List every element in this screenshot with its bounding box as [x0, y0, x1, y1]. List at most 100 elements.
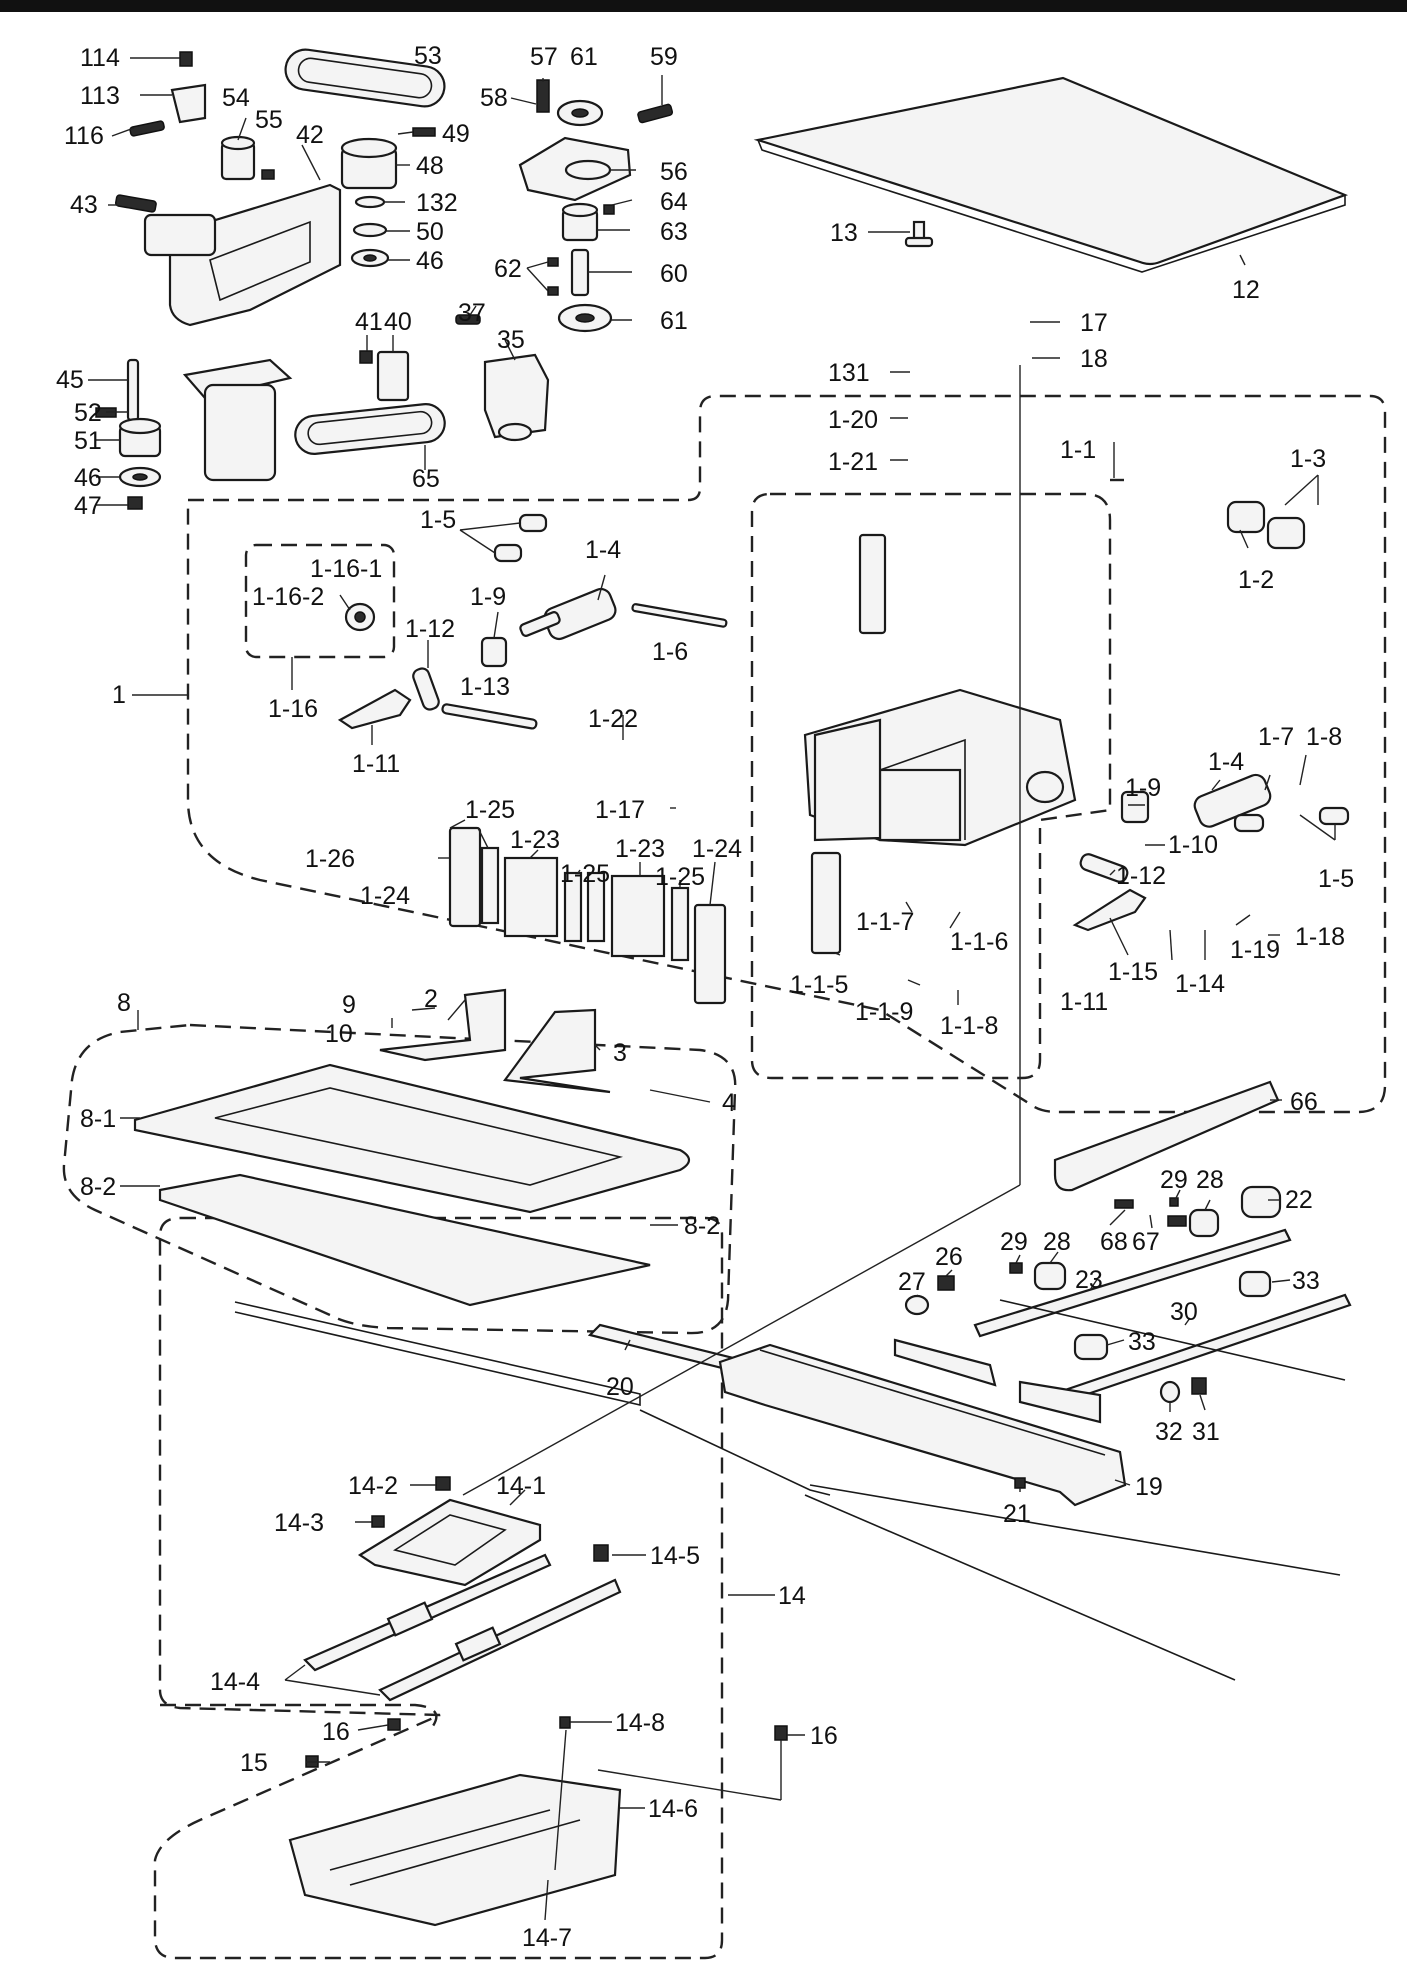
rail-1-1-5a: [858, 533, 887, 635]
part-label: 22: [1285, 1186, 1313, 1214]
part-label: 14-8: [615, 1709, 665, 1737]
part-label: 1-11: [352, 750, 400, 778]
bracket-113: [170, 83, 207, 124]
part-label: 1-16-2: [252, 583, 324, 611]
part-label: 1-10: [1168, 831, 1218, 859]
part-label: 47: [74, 492, 102, 520]
group-1-1-outline: [750, 492, 1112, 1080]
part-label: 40: [384, 308, 412, 336]
pulley-63: [561, 202, 599, 242]
part-label: 55: [255, 106, 283, 134]
part-label: 62: [494, 255, 522, 283]
part-label: 1-12: [405, 615, 455, 643]
part-label: 14-5: [650, 1542, 700, 1570]
block-35: [483, 353, 550, 442]
part-label: 1-9: [470, 583, 506, 611]
part-label: 46: [74, 464, 102, 492]
part-label: 19: [1135, 1473, 1163, 1501]
screw-13: [904, 220, 934, 248]
part-label: 16: [810, 1722, 838, 1750]
part-label: 61: [570, 43, 598, 71]
part-label: 1-23: [615, 835, 665, 863]
cylinder-1-4a: [519, 587, 617, 641]
rod-1-6: [631, 603, 728, 628]
part-label: 9: [342, 991, 356, 1019]
part-label: 23: [1075, 1266, 1103, 1294]
part-label: 54: [222, 84, 250, 112]
part-label: 1-1-5: [790, 971, 848, 999]
part-label: 1-26: [305, 845, 355, 873]
rollers-1-2: [1226, 500, 1306, 550]
part-label: 1-9: [1125, 774, 1161, 802]
feed-bar-20: [587, 1323, 1127, 1507]
part-label: 52: [74, 399, 102, 427]
part-label: 1-16: [268, 695, 318, 723]
bracket-30: [1018, 1380, 1102, 1424]
part-label: 31: [1192, 1418, 1220, 1446]
part-label: 51: [74, 427, 102, 455]
part-label: 43: [70, 191, 98, 219]
pulley-54: [220, 135, 256, 181]
part-label: 1-14: [1175, 970, 1225, 998]
part-label: 33: [1292, 1267, 1320, 1295]
carriage-14-1: [357, 1498, 542, 1587]
part-label: 57: [530, 43, 558, 71]
part-label: 1-1: [1060, 436, 1096, 464]
part-label: 1-25: [465, 796, 515, 824]
part-label: 66: [1290, 1088, 1318, 1116]
part-label: 1-8: [1306, 723, 1342, 751]
part-label: 114: [80, 44, 120, 72]
part-label: 20: [606, 1373, 634, 1401]
part-label: 61: [660, 307, 688, 335]
housing-plate: [813, 718, 882, 842]
part-label: 1-24: [692, 835, 742, 863]
part-label: 1-19: [1230, 936, 1280, 964]
part-label: 35: [497, 326, 525, 354]
part-label: 1-5: [420, 506, 456, 534]
part-label: 26: [935, 1243, 963, 1271]
part-label: 2: [424, 985, 438, 1013]
part-label: 41: [355, 308, 383, 336]
part-label: 58: [480, 84, 508, 112]
part-label: 1-4: [1208, 748, 1244, 776]
spring-1-9b: [1120, 790, 1150, 824]
pulley-51: [118, 417, 162, 458]
part-label: 29: [1160, 1166, 1188, 1194]
part-label: 1-1-7: [856, 908, 914, 936]
plates-1-23-1-26: [448, 826, 727, 1005]
spring-1-9a: [480, 636, 508, 668]
part-label: 1-3: [1290, 445, 1326, 473]
part-label: 1-2: [1238, 566, 1274, 594]
link-1-12a: [412, 667, 440, 711]
part-label: 1-12: [1116, 862, 1166, 890]
part-label: 65: [412, 465, 440, 493]
top-border: [0, 0, 1407, 12]
part-label: 1-1-6: [950, 928, 1008, 956]
part-label: 113: [80, 82, 120, 110]
lever-1-11a: [337, 688, 412, 730]
group-8-outline: [62, 1023, 737, 1335]
part-label: 8-2: [684, 1212, 720, 1240]
fittings-1-5a: [493, 513, 548, 563]
part-label: 49: [442, 120, 470, 148]
shaft-23: [973, 1228, 1292, 1338]
motor: [182, 358, 293, 482]
part-label: 59: [650, 43, 678, 71]
group-1-outline: [186, 394, 1387, 1114]
clamp-40: [376, 350, 410, 402]
part-label: 46: [416, 247, 444, 275]
pulley-61a: [556, 99, 604, 127]
part-label: 1-7: [1258, 723, 1294, 751]
part-label: 1-18: [1295, 923, 1345, 951]
part-label: 42: [296, 121, 324, 149]
part-label: 1: [112, 681, 126, 709]
screw-37-41: [359, 314, 481, 364]
leader-lines: [88, 57, 1336, 1921]
part-label: 131: [828, 359, 870, 387]
part-label: 1-15: [1108, 958, 1158, 986]
part-label: 116: [64, 122, 104, 150]
part-label: 14: [778, 1582, 806, 1610]
base-14-6: [288, 1773, 622, 1927]
shaft-60: [570, 248, 590, 297]
part-label: 1-1-9: [855, 998, 913, 1026]
